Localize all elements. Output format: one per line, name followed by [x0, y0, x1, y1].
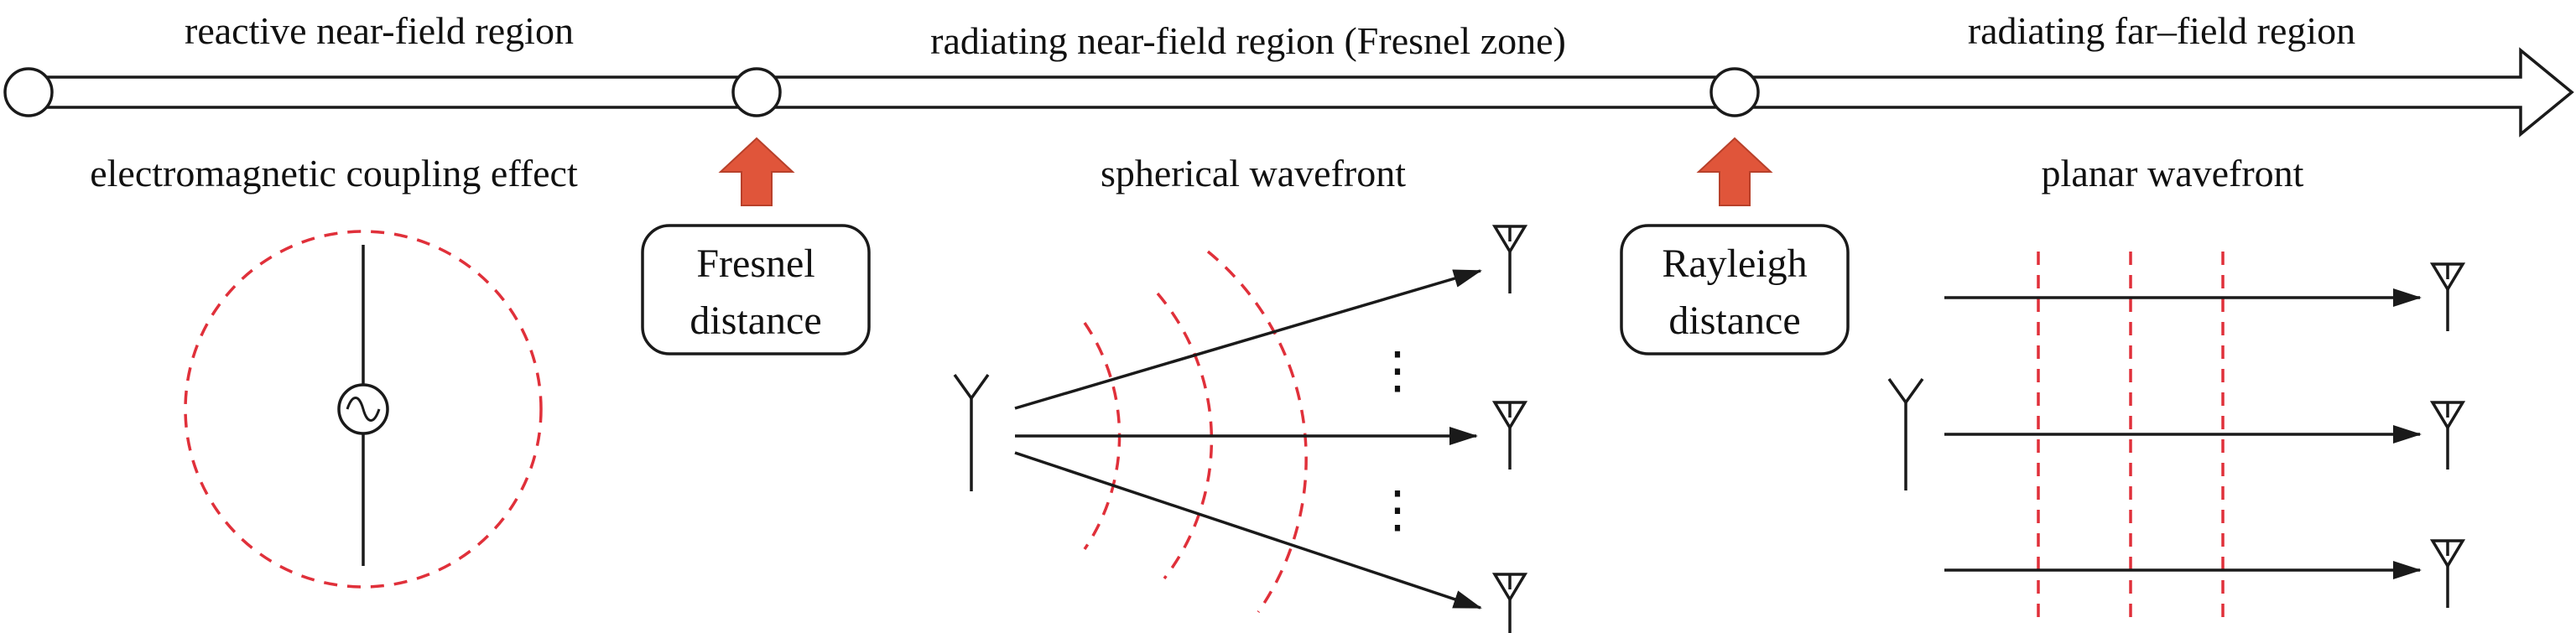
timeline-node-fresnel [731, 67, 782, 117]
transmit-antenna-icon [953, 373, 990, 491]
receive-antenna-icon [2429, 539, 2466, 608]
timeline-node-origin [3, 67, 54, 117]
vertical-ellipsis-icon: ⋮ [1372, 482, 1423, 537]
fresnel-distance-box [641, 224, 871, 355]
fresnel-marker: Fresnel distance [641, 137, 871, 355]
ray-upper [1014, 269, 1482, 410]
up-arrow-icon [1696, 137, 1773, 206]
spherical-wavefront-arc [1206, 250, 1308, 613]
middle-panel-title: spherical wavefront [1101, 152, 1406, 195]
transmit-antenna-icon [1887, 377, 1924, 490]
receive-antenna-icon [2429, 262, 2466, 331]
rayleigh-distance-line2: distance [1668, 298, 1800, 343]
coupling-boundary-circle [184, 230, 543, 589]
rayleigh-distance-box [1620, 224, 1850, 355]
receive-antenna-icon [1491, 401, 1528, 470]
left-panel-title: electromagnetic coupling effect [90, 152, 578, 195]
timeline-arrow [30, 47, 2574, 137]
middle-panel: spherical wavefront [953, 152, 1528, 633]
region-label-fresnel-zone: radiating near-field region (Fresnel zon… [930, 19, 1566, 62]
rayleigh-distance-line1: Rayleigh [1662, 241, 1807, 286]
receive-antenna-icon [2429, 401, 2466, 470]
region-label-far-field: radiating far–field region [1968, 9, 2355, 52]
receive-antenna-icon [1491, 225, 1528, 293]
receive-antenna-icon [1491, 573, 1528, 633]
fresnel-distance-line2: distance [690, 298, 821, 343]
ray-lower [1014, 451, 1482, 610]
up-arrow-icon [718, 137, 795, 206]
fresnel-distance-line1: Fresnel [696, 241, 814, 286]
right-panel: planar wavefront [1887, 152, 2466, 625]
timeline: reactive near-field region radiating nea… [3, 9, 2574, 137]
vertical-ellipsis-icon: ⋮ [1372, 343, 1423, 398]
sine-wave-icon [346, 397, 381, 422]
right-panel-title: planar wavefront [2042, 152, 2304, 195]
rayleigh-marker: Rayleigh distance [1620, 137, 1850, 355]
region-label-reactive: reactive near-field region [185, 9, 574, 52]
left-panel: electromagnetic coupling effect [90, 152, 578, 589]
timeline-node-rayleigh [1710, 67, 1760, 117]
